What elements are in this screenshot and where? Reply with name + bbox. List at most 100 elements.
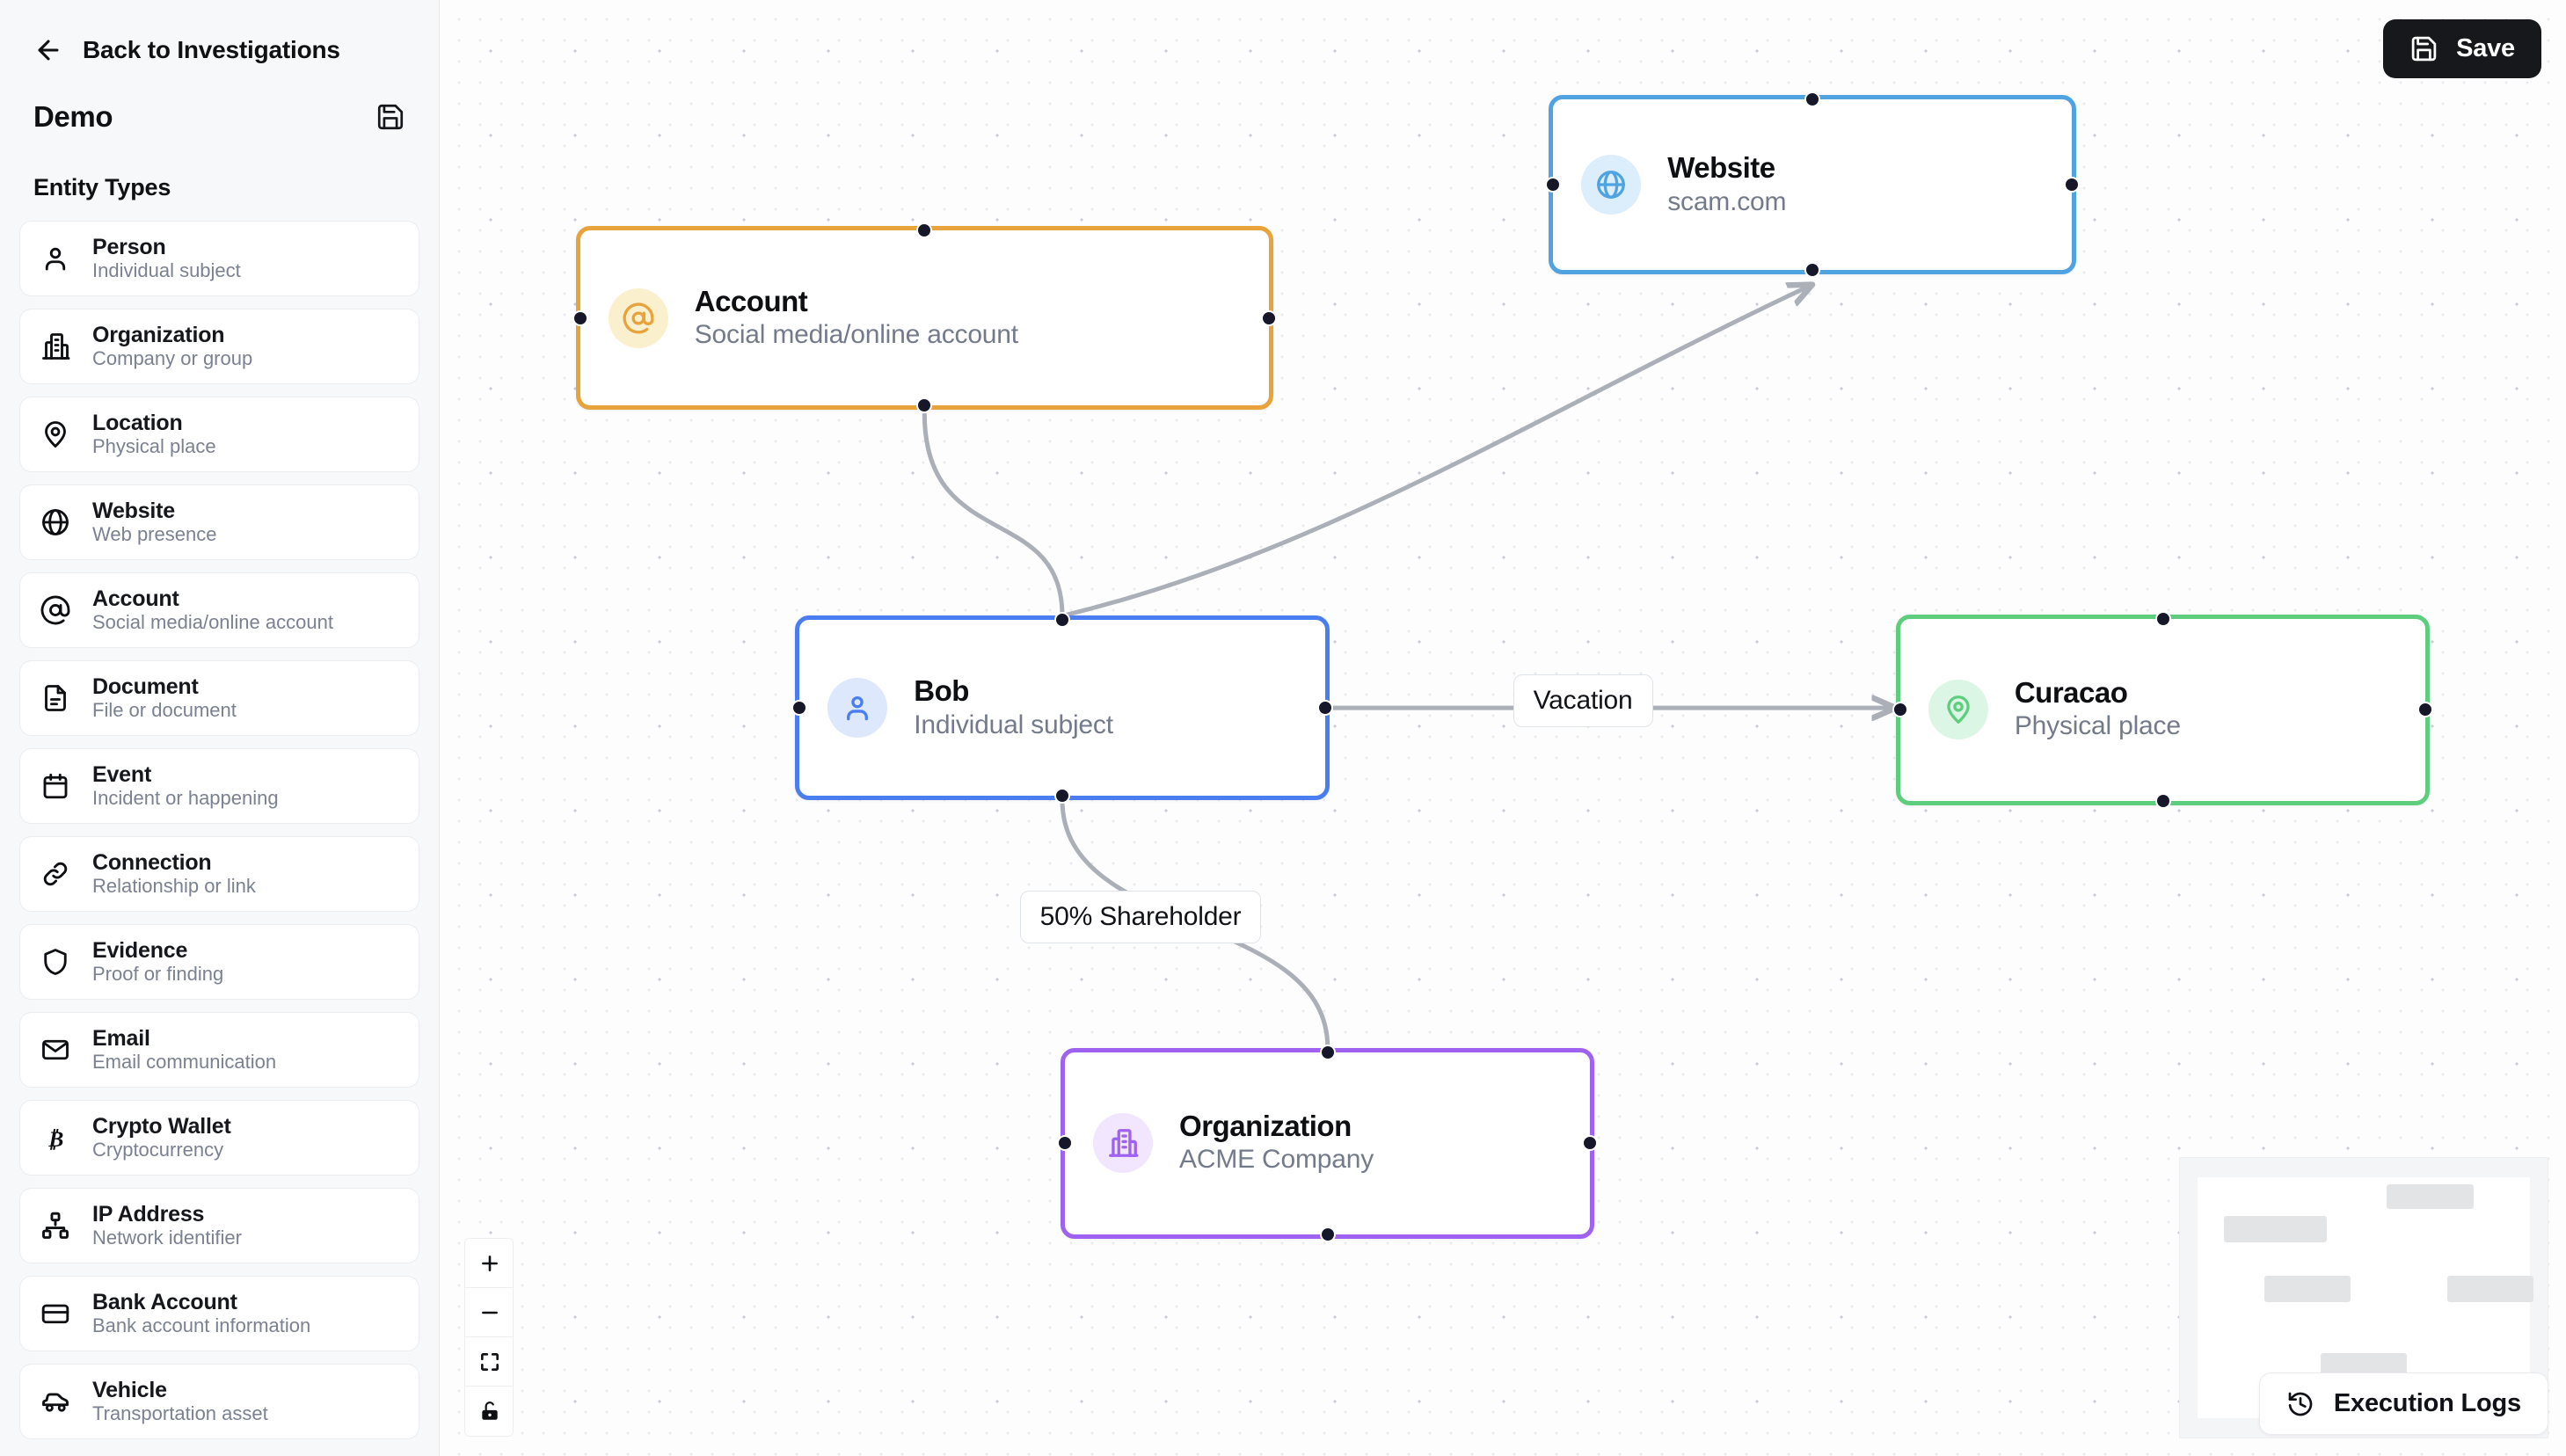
entity-type-name: Vehicle [92, 1377, 167, 1402]
entity-type-name: Location [92, 410, 183, 435]
node-handle-right[interactable] [1260, 309, 1277, 326]
graph-node-bob[interactable]: Bob Individual subject [791, 612, 1333, 804]
node-handle-bottom[interactable] [1053, 787, 1070, 804]
minimap-node [2224, 1215, 2328, 1242]
shield-icon [40, 946, 71, 978]
entity-types-heading: Entity Types [33, 174, 171, 200]
entity-type-name: Organization [92, 322, 225, 347]
entity-type-description: Relationship or link [92, 875, 256, 898]
save-button[interactable]: Save [2383, 19, 2541, 78]
node-handle-right[interactable] [2063, 177, 2080, 193]
entity-type-name: Crypto Wallet [92, 1113, 231, 1139]
node-handle-left[interactable] [1545, 177, 1562, 193]
node-handle-left[interactable] [572, 309, 588, 326]
node-handle-bottom[interactable] [1804, 262, 1821, 279]
graph-node-account[interactable]: Account Social media/online account [572, 222, 1277, 414]
entity-type-description: Cryptocurrency [92, 1139, 224, 1161]
entity-type-item-vehicle[interactable]: Vehicle Transportation asset [19, 1364, 419, 1439]
node-handle-right[interactable] [1582, 1135, 1599, 1152]
entity-type-item-organization[interactable]: Organization Company or group [19, 309, 419, 384]
entity-type-item-ip-address[interactable]: IP Address Network identifier [19, 1188, 419, 1263]
building-icon [40, 331, 71, 362]
bitcoin-icon: ₿ [40, 1122, 71, 1154]
node-handle-top[interactable] [1053, 612, 1070, 629]
node-handle-bottom[interactable] [1319, 1226, 1336, 1242]
execution-logs-label: Execution Logs [2333, 1389, 2521, 1417]
document-icon [40, 682, 71, 714]
car-icon [40, 1386, 71, 1417]
globe-icon [1594, 168, 1628, 201]
entity-type-description: Individual subject [92, 259, 241, 282]
node-type-badge [608, 288, 668, 348]
entity-type-item-account[interactable]: Account Social media/online account [19, 572, 419, 648]
zoom-out-button[interactable] [465, 1288, 513, 1337]
node-handle-right[interactable] [1316, 700, 1333, 717]
graph-node-organization[interactable]: Organization ACME Company [1057, 1044, 1599, 1242]
svg-text:₿: ₿ [47, 1126, 64, 1152]
entity-type-name: Connection [92, 849, 212, 875]
entity-type-item-location[interactable]: Location Physical place [19, 397, 419, 472]
entity-type-item-email[interactable]: Email Email communication [19, 1012, 419, 1088]
minus-icon [478, 1301, 501, 1324]
entity-type-item-connection[interactable]: Connection Relationship or link [19, 836, 419, 912]
envelope-icon [40, 1034, 71, 1066]
lock-toggle-button[interactable] [465, 1387, 513, 1436]
at-sign-icon [40, 594, 71, 626]
node-handle-right[interactable] [2417, 702, 2434, 718]
node-subtitle: ACME Company [1179, 1145, 1374, 1175]
node-handle-left[interactable] [1892, 702, 1908, 718]
entity-type-name: Email [92, 1025, 150, 1051]
edge-label-vacation[interactable]: Vacation [1513, 674, 1653, 728]
history-clock-icon [2286, 1390, 2315, 1418]
node-layer: Account Social media/online account Webs… [440, 0, 2566, 1456]
entity-type-name: IP Address [92, 1201, 205, 1227]
entity-type-description: Network identifier [92, 1227, 242, 1249]
minimap-node [2263, 1276, 2351, 1303]
entity-type-item-evidence[interactable]: Evidence Proof or finding [19, 924, 419, 1000]
node-subtitle: scam.com [1667, 186, 1787, 216]
entity-type-item-person[interactable]: Person Individual subject [19, 221, 419, 296]
minimap-node [2387, 1184, 2474, 1209]
back-to-investigations-button[interactable]: Back to Investigations [0, 0, 439, 65]
link-icon [40, 858, 71, 890]
node-handle-bottom[interactable] [916, 397, 933, 414]
entity-type-item-document[interactable]: Document File or document [19, 660, 419, 736]
node-title: Bob [914, 674, 969, 708]
execution-logs-button[interactable]: Execution Logs [2258, 1372, 2548, 1435]
node-handle-top[interactable] [1804, 91, 1821, 108]
person-icon [40, 243, 71, 274]
entity-type-item-event[interactable]: Event Incident or happening [19, 748, 419, 824]
entity-type-item-bank-account[interactable]: Bank Account Bank account information [19, 1276, 419, 1351]
zoom-in-button[interactable] [465, 1239, 513, 1288]
edge-label-layer: Vacation 50% Shareholder [440, 0, 2566, 1456]
graph-node-curacao[interactable]: Curacao Physical place [1892, 610, 2434, 809]
entity-type-item-crypto-wallet[interactable]: ₿ Crypto Wallet Cryptocurrency [19, 1100, 419, 1176]
node-subtitle: Individual subject [914, 710, 1113, 739]
map-pin-icon [40, 419, 71, 450]
graph-canvas[interactable]: Account Social media/online account Webs… [440, 0, 2566, 1456]
entity-type-description: Social media/online account [92, 611, 333, 634]
node-handle-top[interactable] [1319, 1044, 1336, 1060]
node-handle-top[interactable] [916, 222, 933, 238]
node-handle-left[interactable] [1057, 1135, 1074, 1152]
node-handle-left[interactable] [791, 700, 808, 717]
at-sign-icon [622, 302, 655, 335]
node-title: Account [694, 284, 808, 317]
node-subtitle: Social media/online account [694, 320, 1018, 350]
entity-type-name: Bank Account [92, 1289, 237, 1314]
entity-type-description: Company or group [92, 347, 253, 370]
graph-node-website[interactable]: Website scam.com [1545, 91, 2080, 279]
entity-type-item-website[interactable]: Website Web presence [19, 484, 419, 560]
node-type-badge [1581, 155, 1642, 215]
entity-types-list: Person Individual subject Organization C… [0, 201, 439, 1439]
node-handle-top[interactable] [2154, 610, 2171, 627]
fit-view-button[interactable] [465, 1337, 513, 1387]
node-title: Website [1667, 151, 1775, 185]
entity-type-name: Account [92, 586, 179, 611]
node-handle-bottom[interactable] [2154, 792, 2171, 809]
save-disk-icon [2409, 34, 2438, 63]
arrow-left-icon [33, 35, 63, 65]
plus-icon [478, 1252, 501, 1275]
save-disk-icon[interactable] [375, 102, 405, 132]
edge-label-shareholder[interactable]: 50% Shareholder [1019, 890, 1262, 943]
